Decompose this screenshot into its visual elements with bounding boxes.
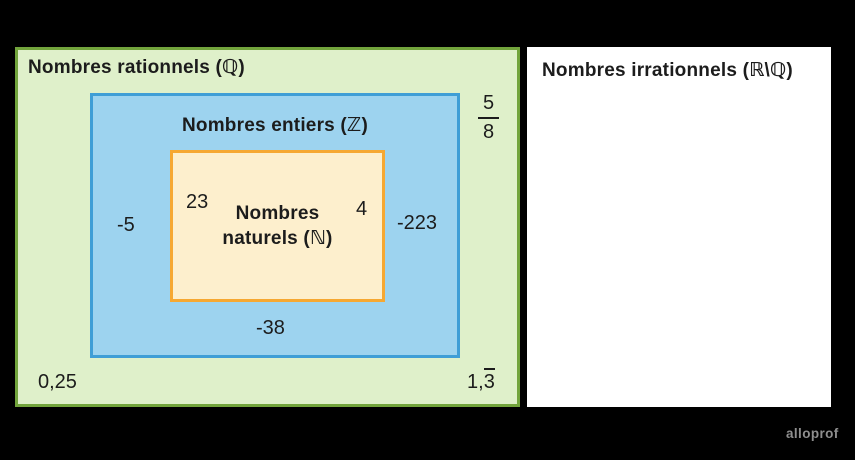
- integer-numbers-label: Nombres entiers (ℤ): [181, 115, 368, 136]
- example-number-minus223: -223: [397, 212, 438, 234]
- natural-numbers-label-line2: naturels (ℕ): [222, 228, 333, 249]
- natural-numbers-set-box: [170, 150, 385, 302]
- example-fraction-five-eighths: 5 8: [478, 92, 500, 144]
- example-number-4: 4: [356, 198, 368, 220]
- alloprof-watermark: alloprof: [786, 426, 839, 441]
- natural-numbers-label-line1: Nombres: [235, 203, 320, 224]
- fraction-denominator: 8: [483, 121, 495, 143]
- irrational-numbers-set-box: [527, 47, 831, 407]
- example-number-1-3-repeating: 1,3: [467, 368, 495, 394]
- rational-numbers-label: Nombres rationnels (ℚ): [28, 57, 245, 78]
- example-number-minus5: -5: [117, 214, 135, 236]
- example-number-minus38: -38: [256, 317, 285, 339]
- example-number-23: 23: [186, 191, 209, 213]
- fraction-numerator: 5: [478, 92, 500, 119]
- repeating-decimal-digit: 3: [483, 368, 495, 393]
- natural-numbers-label: Nombres naturels (ℕ): [170, 201, 385, 251]
- example-number-0-25: 0,25: [38, 371, 77, 393]
- repeating-decimal-prefix: 1,: [467, 371, 484, 393]
- irrational-numbers-label: Nombres irrationnels (ℝ\ℚ): [542, 60, 793, 81]
